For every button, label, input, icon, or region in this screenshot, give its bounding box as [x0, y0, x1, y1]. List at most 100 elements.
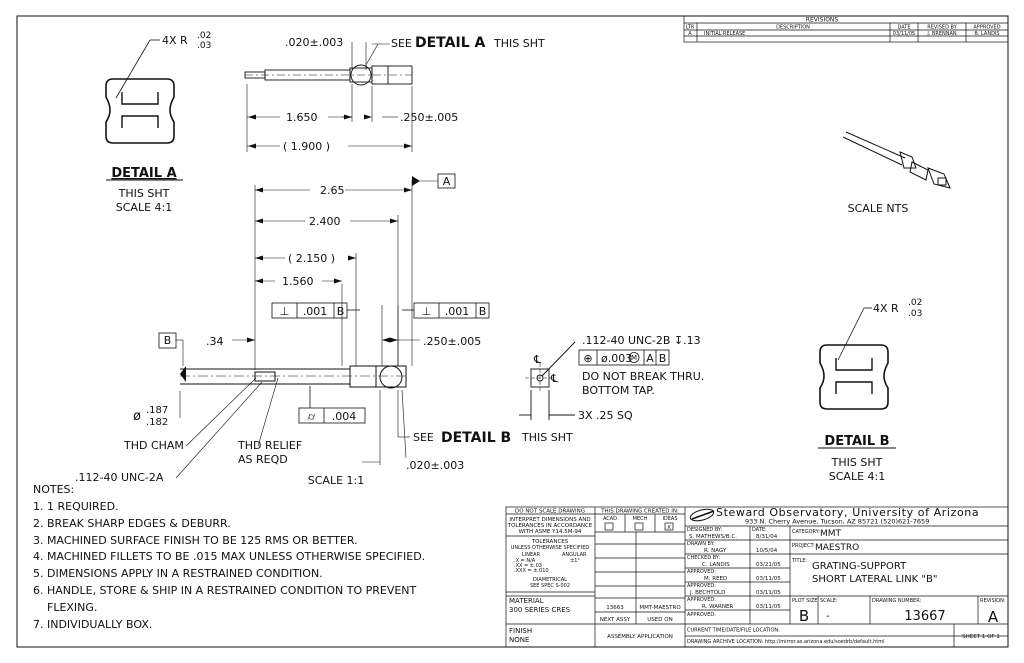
main-dia-lo: .182 — [146, 417, 168, 428]
rev-row-desc: INITIAL RELEASE — [704, 31, 745, 37]
main-dia-hi: .187 — [146, 405, 168, 416]
tb-checker: C. LANDIS — [702, 562, 730, 568]
tb-designed-by: DESIGNED BY: — [687, 527, 722, 533]
tb-assy-name: MMT-MAESTRO — [639, 605, 681, 611]
tb-assembly-app: ASSEMBLY APPLICATION — [607, 634, 673, 640]
end-sq: 3X .25 SQ — [578, 409, 633, 422]
tb-title-label: TITLE: — [791, 558, 808, 564]
main-dim-265: 2.65 — [320, 184, 345, 197]
end-pos-mod: M — [631, 354, 637, 362]
tb-approved-3-date: 03/11/05 — [756, 604, 781, 610]
notes-heading: NOTES: — [33, 483, 74, 496]
org-logo-icon — [689, 508, 715, 522]
detail-a-title: DETAIL A — [111, 166, 176, 181]
detail-a-radius-lo: .03 — [197, 41, 211, 51]
end-cl-1: ℄ — [533, 353, 541, 366]
note-6: 6. HANDLE, STORE & SHIP IN A RESTRAINED … — [33, 584, 417, 597]
tb-finish: NONE — [509, 636, 529, 644]
tb-drawn-date: 10/5/04 — [756, 548, 778, 554]
note-4: 4. MACHINED FILLETS TO BE .015 MAX UNLES… — [33, 550, 425, 563]
main-see-suffix: THIS SHT — [521, 431, 573, 444]
rev-row-by: J. BRENNAN — [926, 31, 957, 37]
tb-drawing-no-label: DRAWING NUMBER: — [872, 598, 922, 604]
tb-approved-3: APPROVED: — [687, 597, 716, 603]
tb-assy-no: 13663 — [606, 605, 624, 611]
cyl-val: .004 — [332, 410, 357, 423]
detail-a-radius-prefix: 4X R — [162, 34, 188, 47]
tb-angular: ANGULAR — [562, 552, 587, 558]
tb-material-label: MATERIAL — [509, 597, 544, 605]
rev-header-approved: APPROVED — [973, 25, 1000, 31]
top-see-detail-a: DETAIL A — [415, 35, 485, 51]
datum-b-box — [158, 332, 177, 349]
revisions-title: REVISIONS — [806, 17, 839, 24]
perp-sym-1: ⊥ — [280, 305, 290, 318]
tb-interpret-3: WITH ASME Y14.5M-94 — [519, 529, 582, 535]
main-datum-b: B — [164, 334, 172, 347]
tb-drawn-by: DRAWN BY: — [687, 541, 715, 547]
end-note-2: BOTTOM TAP. — [582, 384, 655, 397]
end-pos-val: ø.003 — [601, 352, 632, 365]
tb-linear: LINEAR — [522, 552, 541, 558]
note-7: 7. INDIVIDUALLY BOX. — [33, 618, 152, 631]
tb-finish-label: FINISH — [509, 627, 532, 635]
tb-used-on: USED ON — [647, 617, 672, 623]
main-dim-2400: 2.400 — [309, 215, 341, 228]
tb-drawing-no: 13667 — [904, 609, 945, 624]
detail-b-radius-prefix: 4X R — [873, 302, 899, 315]
note-2: 2. BREAK SHARP EDGES & DEBURR. — [33, 517, 231, 530]
datum-a-triangle — [412, 176, 420, 186]
end-pos-a: A — [646, 352, 654, 365]
tb-acad: ACAD — [603, 516, 617, 522]
thd-relief-1: THD RELIEF — [237, 439, 302, 452]
note-1: 1. 1 REQUIRED. — [33, 500, 119, 513]
tb-tol-xxx: .XXX = ±.010 — [514, 568, 549, 574]
tb-approver-1: M. REED — [704, 576, 727, 582]
tb-interpret-2: TOLERANCES IN ACCORDANCE — [507, 523, 593, 529]
tb-interpret-1: INTERPRET DIMENSIONS AND — [509, 517, 590, 523]
tb-unless: UNLESS OTHERWISE SPECIFIED — [511, 545, 590, 551]
iso-view-link — [842, 131, 951, 189]
tb-scale: - — [826, 611, 830, 622]
tb-scale-label: SCALE: — [820, 598, 838, 604]
note-3: 3. MACHINED SURFACE FINISH TO BE 125 RMS… — [33, 534, 358, 547]
tb-tol-xx: .XX = ±.03 — [514, 563, 542, 569]
note-6-cont: FLEXING. — [33, 601, 97, 614]
main-dim-2150: ( 2.150 ) — [288, 252, 335, 265]
top-dim-1900: ( 1.900 ) — [283, 140, 330, 153]
main-tol-020: .020±.003 — [406, 459, 464, 472]
notes-block: NOTES: 1. 1 REQUIRED. 2. BREAK SHARP EDG… — [33, 483, 425, 631]
tb-material: 300 SERIES CRES — [509, 606, 571, 614]
tb-category: MMT — [820, 529, 842, 539]
perp-datum-2: B — [479, 305, 487, 318]
detail-b-sheet: THIS SHT — [831, 456, 883, 469]
top-dim-250: .250±.005 — [400, 111, 458, 124]
perp-val-2: .001 — [445, 305, 470, 318]
tb-project-label: PROJECT: — [792, 543, 815, 549]
tb-ideas-mark: X — [667, 525, 671, 531]
end-tap: .112-40 UNC-2B ↧.13 — [582, 334, 701, 347]
main-view-link — [180, 365, 407, 389]
top-dim-1650: 1.650 — [286, 111, 318, 124]
rev-header-date: DATE — [897, 25, 910, 31]
tb-date-label: DATE: — [752, 527, 767, 533]
tb-tol-ang: ±1° — [570, 558, 580, 564]
datum-b-triangle — [180, 366, 186, 382]
detail-b-view — [819, 344, 889, 410]
tb-current-time: CURRENT TIME/DATE/FILE LOCATION: — [687, 628, 780, 634]
tb-approved-1: APPROVED: — [687, 569, 716, 575]
tb-checked-by: CHECKED BY: — [687, 555, 720, 561]
title-block-grid — [505, 506, 1009, 648]
perp-sym-2: ⊥ — [422, 305, 432, 318]
tb-revision-label: REVISION: — [980, 598, 1006, 604]
sheet-border — [16, 15, 1009, 648]
tb-diametrical: DIAMETRICAL — [533, 577, 567, 583]
tb-no-scale: DO NOT SCALE DRAWING — [515, 509, 585, 515]
tb-approved-1-date: 03/11/05 — [756, 576, 781, 582]
revisions-table — [683, 15, 1009, 43]
perp-val-1: .001 — [303, 305, 328, 318]
main-see-prefix: SEE — [413, 431, 434, 444]
main-scale: SCALE 1:1 — [308, 474, 364, 487]
detail-b-radius-lo: .03 — [908, 309, 922, 319]
cyl-sym: ⌭ — [308, 410, 316, 423]
